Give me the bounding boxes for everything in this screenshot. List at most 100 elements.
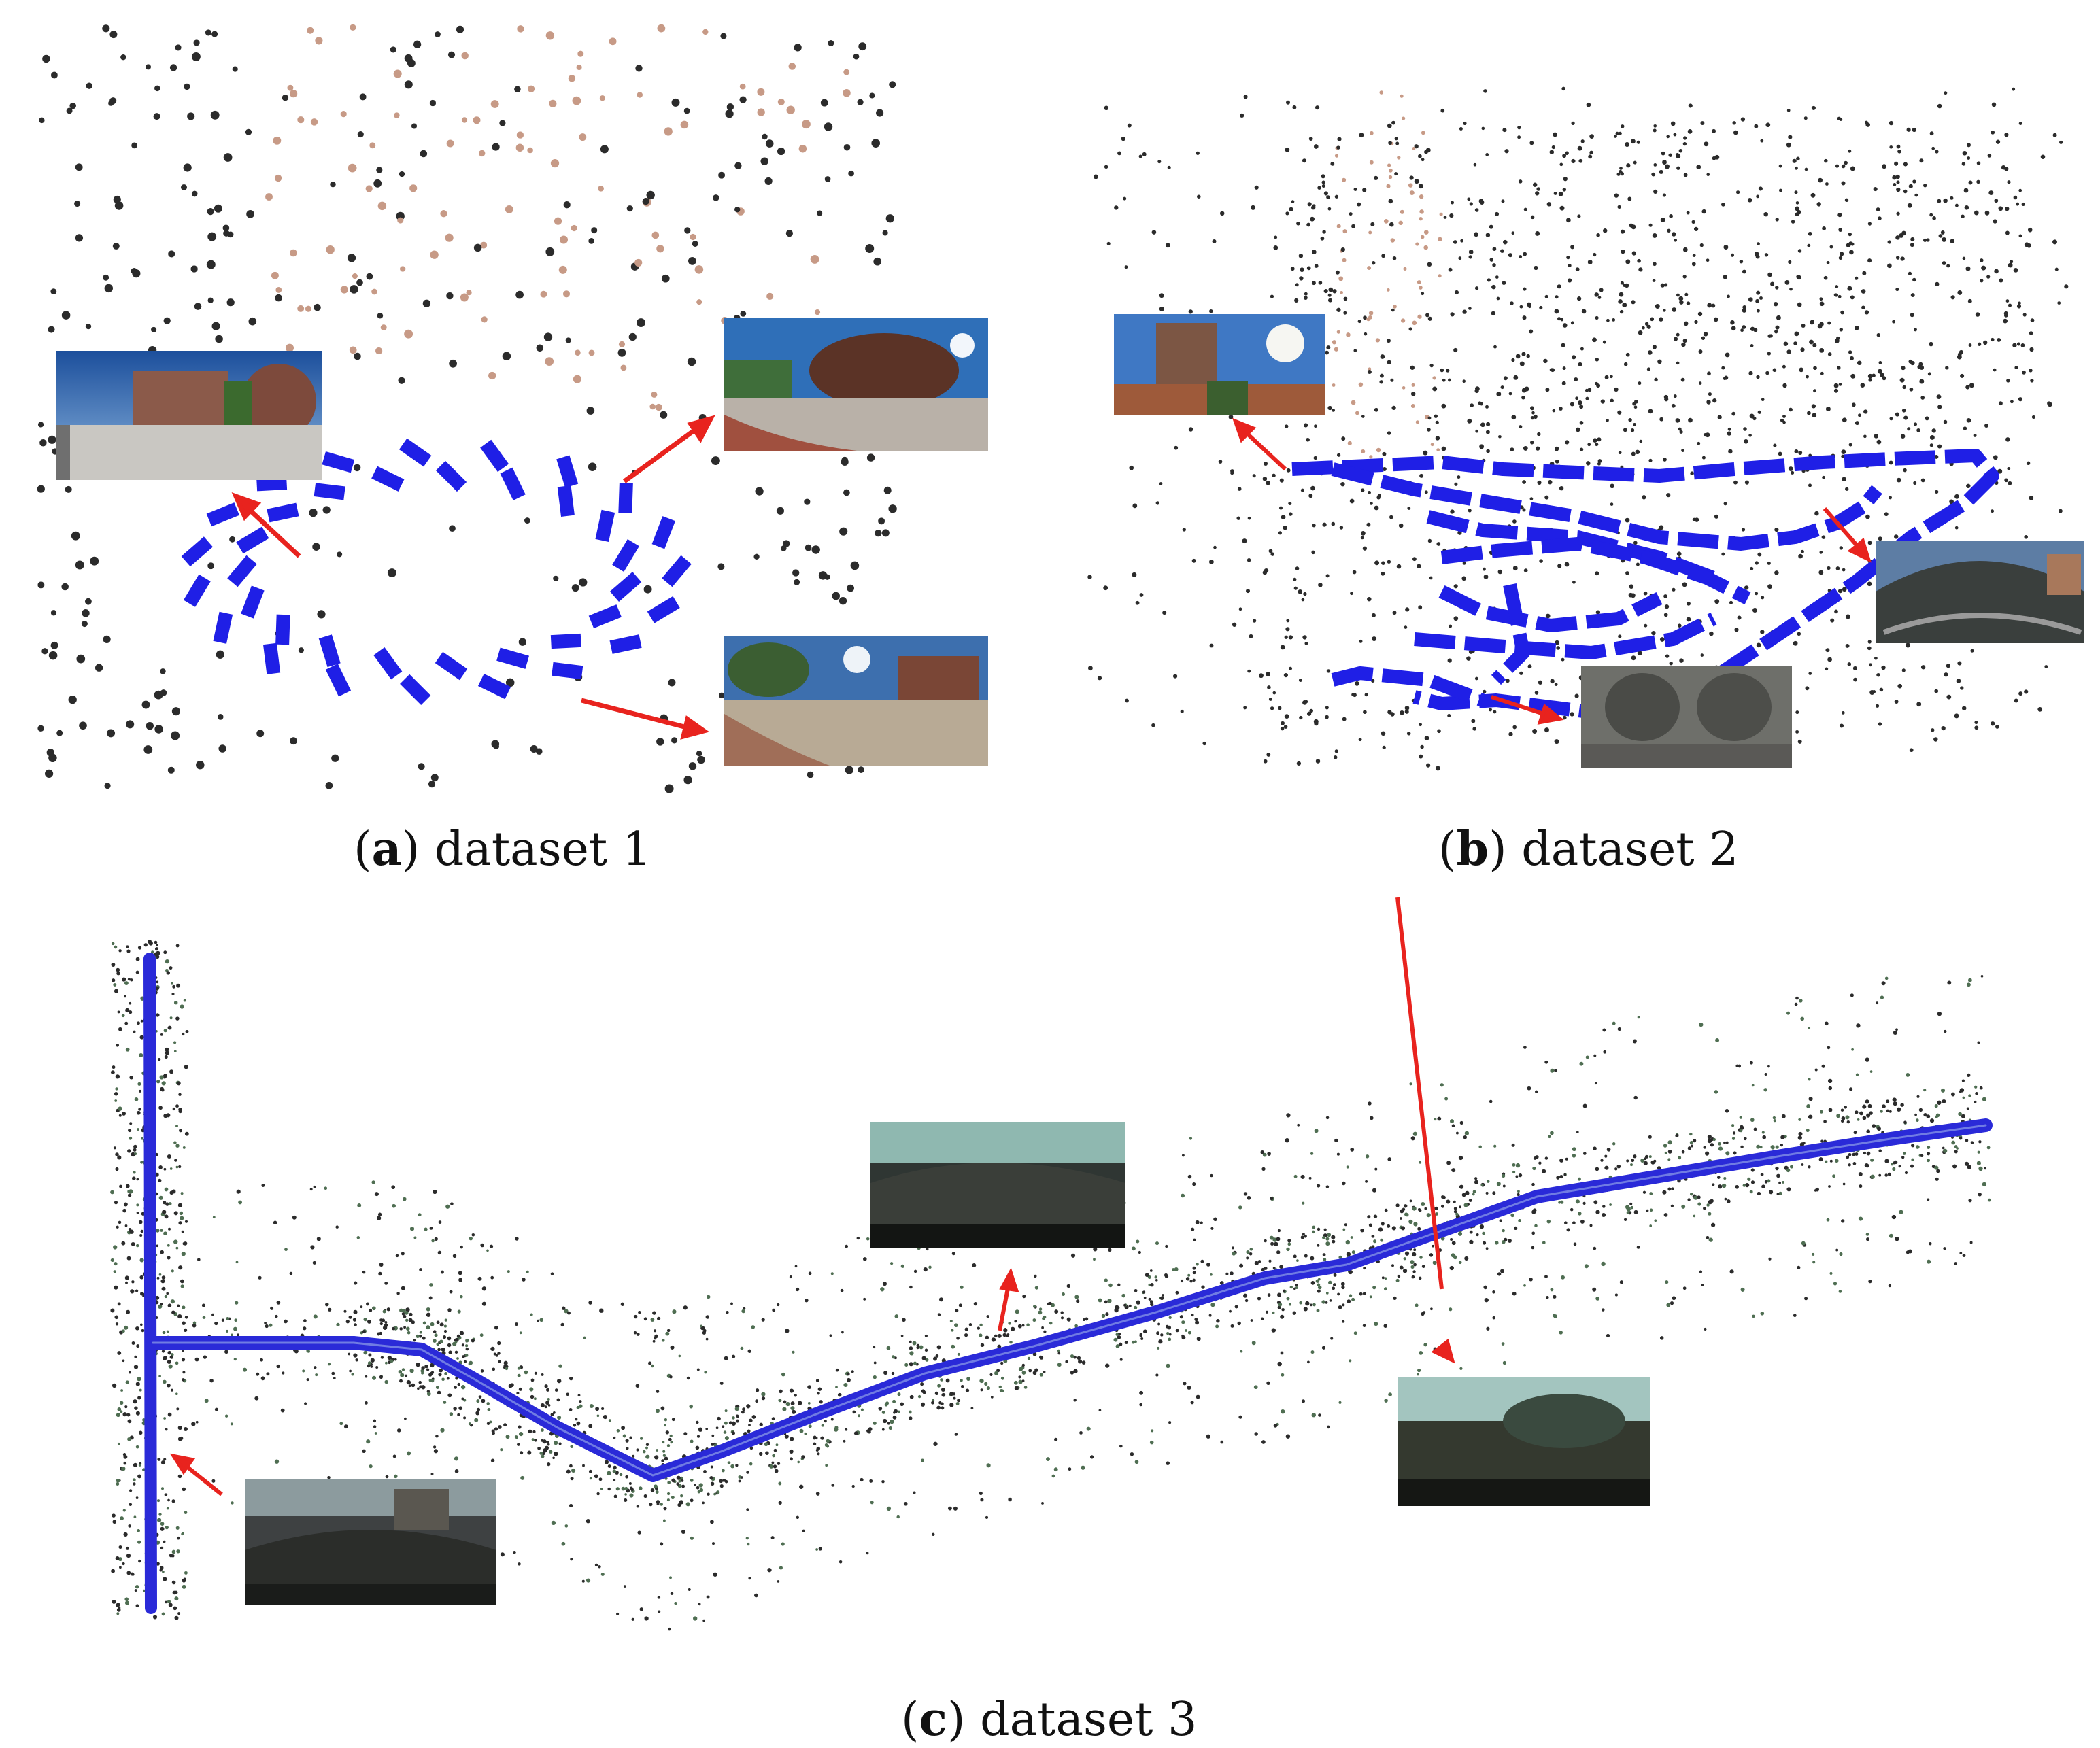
point (1724, 1197, 1727, 1201)
point (1449, 1307, 1453, 1312)
point (370, 1365, 373, 1368)
point (817, 1452, 820, 1456)
point (1967, 156, 1971, 160)
point (1522, 315, 1527, 320)
point (122, 1412, 127, 1417)
point (1529, 329, 1534, 334)
point (722, 1425, 725, 1428)
point (1887, 240, 1891, 244)
point (1299, 715, 1303, 720)
point (780, 545, 787, 551)
point (1340, 481, 1345, 487)
point (1614, 1167, 1618, 1171)
point (1483, 689, 1487, 694)
point (138, 1559, 141, 1563)
point (1585, 1055, 1589, 1059)
point (973, 1301, 978, 1306)
point (1033, 1305, 1036, 1308)
point (880, 1287, 885, 1292)
point (1372, 636, 1377, 642)
point (1237, 1321, 1241, 1326)
point (666, 1492, 671, 1496)
point (1700, 653, 1704, 657)
point (669, 1576, 672, 1579)
point (438, 1373, 442, 1377)
point (1032, 1352, 1037, 1356)
point (1770, 1145, 1775, 1149)
point (1788, 135, 1793, 139)
point (1440, 1083, 1444, 1087)
point (668, 1437, 672, 1441)
point (518, 1425, 522, 1429)
point (654, 1455, 659, 1460)
point (1742, 269, 1746, 274)
point (1709, 631, 1714, 636)
point (1501, 1173, 1506, 1178)
point (175, 1526, 180, 1530)
point (173, 1050, 177, 1053)
point (951, 1344, 955, 1349)
point (847, 1372, 850, 1376)
point (881, 1428, 885, 1431)
point (1693, 1195, 1698, 1200)
point (1155, 1241, 1159, 1246)
point (1246, 589, 1250, 594)
point (386, 1307, 390, 1312)
point (1918, 1108, 1923, 1112)
point (1775, 1166, 1779, 1171)
point (380, 1356, 384, 1359)
point (1801, 324, 1806, 328)
point (271, 271, 279, 279)
point (1331, 521, 1336, 526)
point (734, 1407, 739, 1411)
point (457, 1335, 460, 1338)
point (2064, 284, 2069, 289)
point (205, 29, 211, 36)
point (1453, 347, 1458, 353)
point (1592, 337, 1597, 343)
point (1595, 443, 1599, 447)
point (1558, 191, 1563, 196)
point (1763, 211, 1768, 217)
point (1994, 269, 1999, 274)
point (866, 453, 875, 462)
point (1682, 275, 1687, 279)
point (751, 1415, 756, 1419)
point (1867, 258, 1872, 263)
point (137, 1021, 140, 1025)
point (1906, 127, 1911, 132)
point (579, 578, 588, 587)
point (1304, 292, 1308, 296)
point (337, 551, 343, 558)
point (904, 1363, 909, 1367)
point (1117, 1335, 1121, 1339)
point (1559, 1175, 1563, 1179)
point (1825, 667, 1829, 671)
point (724, 1421, 728, 1425)
point (742, 1407, 746, 1411)
point (489, 1244, 494, 1248)
point (115, 1167, 119, 1171)
point (1359, 1292, 1363, 1296)
point (184, 1316, 188, 1319)
point (336, 1322, 340, 1327)
point (1522, 480, 1527, 484)
point (926, 1248, 929, 1251)
point (168, 1364, 173, 1369)
point (678, 1479, 681, 1483)
point (430, 774, 439, 782)
point (1749, 1061, 1753, 1065)
point (913, 1361, 917, 1365)
point (120, 1389, 124, 1392)
point (1808, 672, 1812, 675)
point (1054, 1309, 1059, 1314)
point (497, 1352, 501, 1355)
point (1819, 551, 1823, 554)
point (870, 1501, 874, 1505)
point (503, 1360, 508, 1365)
point (116, 1043, 120, 1047)
point (1496, 392, 1502, 396)
point (275, 1314, 278, 1318)
point (1773, 443, 1777, 447)
point (1869, 1111, 1873, 1115)
